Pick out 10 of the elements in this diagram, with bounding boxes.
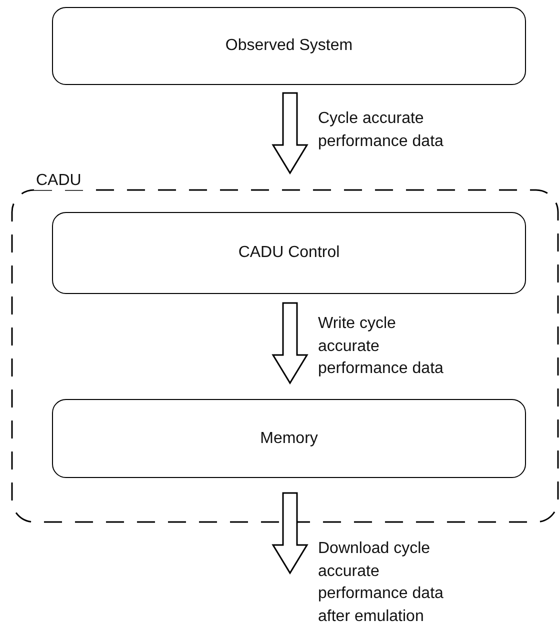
- process-box: [52, 7, 526, 85]
- hollow-block-arrow: [272, 92, 308, 174]
- hollow-block-arrow: [272, 302, 308, 384]
- box-label: Observed System: [225, 37, 353, 55]
- group-heading: CADU: [34, 172, 84, 190]
- process-box: [52, 212, 526, 294]
- box-label: Memory: [260, 430, 318, 448]
- box-label: CADU Control: [238, 244, 340, 262]
- hollow-block-arrow: [272, 492, 308, 574]
- process-box: [52, 399, 526, 478]
